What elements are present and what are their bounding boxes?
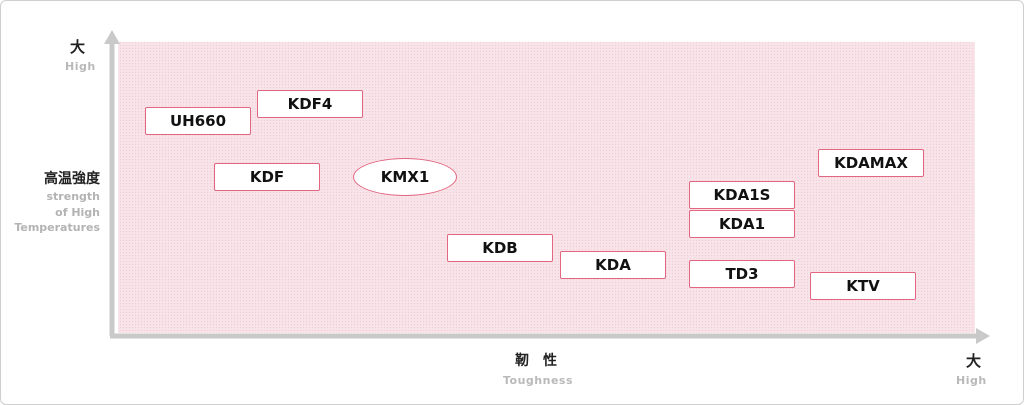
x-axis-high-en: High bbox=[956, 374, 987, 387]
point-label-kda1: KDA1 bbox=[689, 210, 795, 238]
y-axis-label-en-2: of High bbox=[55, 206, 100, 219]
x-axis-arrow bbox=[976, 328, 990, 344]
point-label-kdamax: KDAMAX bbox=[818, 149, 924, 177]
y-axis-label-en-1: strength bbox=[46, 190, 101, 203]
point-label-kda: KDA bbox=[560, 251, 666, 279]
y-axis-label-ja: 高温強度 bbox=[44, 171, 100, 187]
point-label-kdf: KDF bbox=[214, 163, 320, 191]
point-label-td3: TD3 bbox=[689, 260, 795, 288]
y-axis-arrow bbox=[104, 30, 120, 44]
point-label-ktv: KTV bbox=[810, 272, 916, 300]
point-label-kda1s: KDA1S bbox=[689, 181, 795, 209]
y-axis-high-ja: 大 bbox=[70, 38, 86, 56]
y-axis-label-en-3: Temperatures bbox=[14, 221, 100, 234]
x-axis-high-ja: 大 bbox=[966, 352, 982, 370]
point-label-kmx1: KMX1 bbox=[353, 158, 457, 196]
x-axis-label-en: Toughness bbox=[503, 374, 574, 387]
y-axis-high-en: High bbox=[65, 60, 96, 73]
point-label-uh660: UH660 bbox=[145, 107, 251, 135]
point-label-kdf4: KDF4 bbox=[257, 90, 363, 118]
x-axis-label-ja: 靭 性 bbox=[515, 353, 557, 369]
point-label-kdb: KDB bbox=[447, 234, 553, 262]
